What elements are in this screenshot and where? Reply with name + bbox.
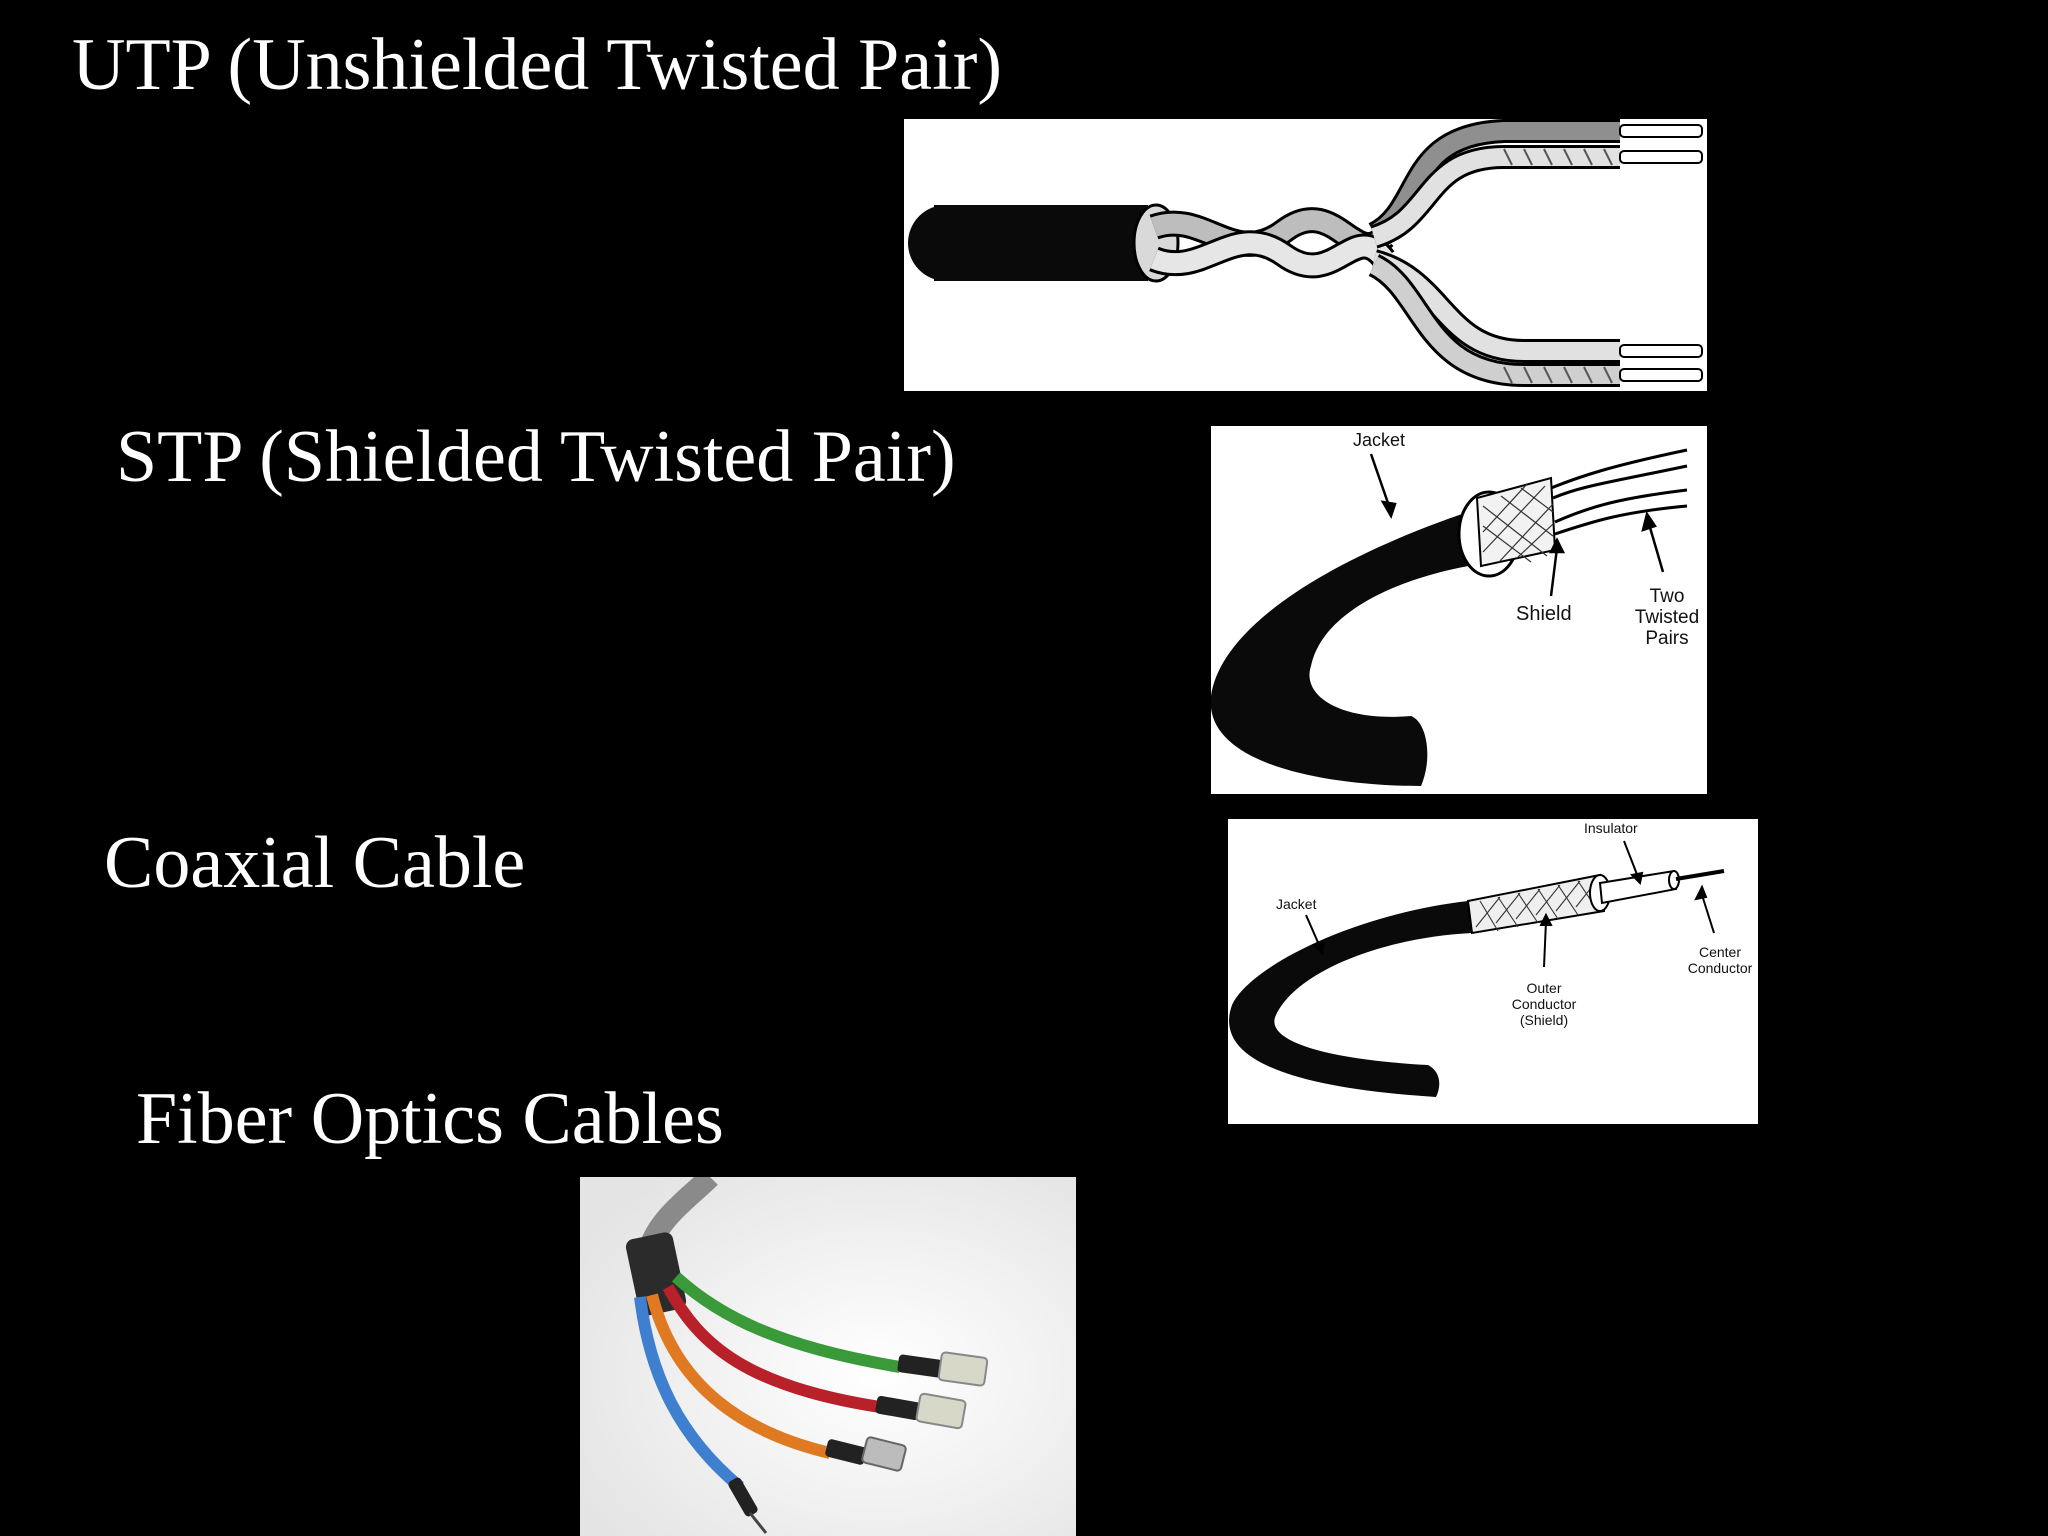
coax-outer-label-3: (Shield) (1520, 1012, 1568, 1028)
stp-heading: STP (Shielded Twisted Pair) (116, 416, 956, 498)
fiber-optic-cables-photo (580, 1177, 1076, 1536)
coax-insulator-label: Insulator (1584, 820, 1638, 836)
fiber-heading: Fiber Optics Cables (136, 1078, 724, 1160)
coax-center-label-1: Center (1699, 944, 1741, 960)
stp-cable-illustration: Jacket Shield Two Twisted Pairs (1211, 426, 1707, 794)
coax-center-label-2: Conductor (1688, 960, 1753, 976)
stp-pairs-label-1: Two (1650, 586, 1685, 607)
coax-outer-label-1: Outer (1526, 980, 1561, 996)
utp-cable-illustration (904, 119, 1707, 391)
coax-cable-illustration: Insulator Jacket Outer Conductor (Shield… (1228, 819, 1758, 1124)
stp-pairs-label-3: Pairs (1645, 628, 1688, 649)
coax-heading: Coaxial Cable (104, 822, 526, 904)
stp-jacket-label: Jacket (1353, 430, 1405, 450)
coax-jacket-label: Jacket (1276, 896, 1317, 912)
coax-outer-label-2: Conductor (1512, 996, 1577, 1012)
stp-pairs-label-2: Twisted (1635, 607, 1699, 628)
stp-shield-label: Shield (1516, 603, 1572, 625)
utp-heading: UTP (Unshielded Twisted Pair) (72, 24, 1002, 106)
